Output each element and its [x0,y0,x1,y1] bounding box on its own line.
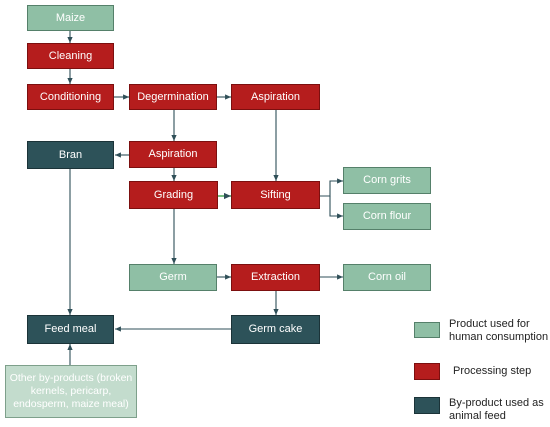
node-germ-cake: Germ cake [231,315,320,344]
node-other-byproducts: Other by-products (broken kernels, peric… [5,365,137,418]
legend-swatch-human [414,322,440,338]
arrow-sifting-grits [320,178,343,197]
arrow-sifting-flour [329,196,343,219]
legend-label-process: Processing step [453,365,532,377]
node-corn-grits: Corn grits [343,167,431,194]
node-maize: Maize [27,5,114,31]
node-degermination: Degermination [129,84,217,110]
legend-swatch-process [414,363,440,380]
node-bran: Bran [27,141,114,169]
node-corn-flour: Corn flour [343,203,431,230]
node-cleaning: Cleaning [27,43,114,69]
node-germ: Germ [129,264,217,291]
node-grading: Grading [129,181,218,209]
legend-swatch-feed [414,397,440,414]
node-aspiration-mid: Aspiration [129,141,217,168]
node-sifting: Sifting [231,181,320,209]
node-conditioning: Conditioning [27,84,114,110]
node-aspiration-top: Aspiration [231,84,320,110]
node-extraction: Extraction [231,264,320,291]
legend-label-feed: By-product used as animal feed [449,397,544,422]
legend-label-human: Product used for human consumption [449,318,549,343]
node-corn-oil: Corn oil [343,264,431,291]
node-feed-meal: Feed meal [27,315,114,344]
